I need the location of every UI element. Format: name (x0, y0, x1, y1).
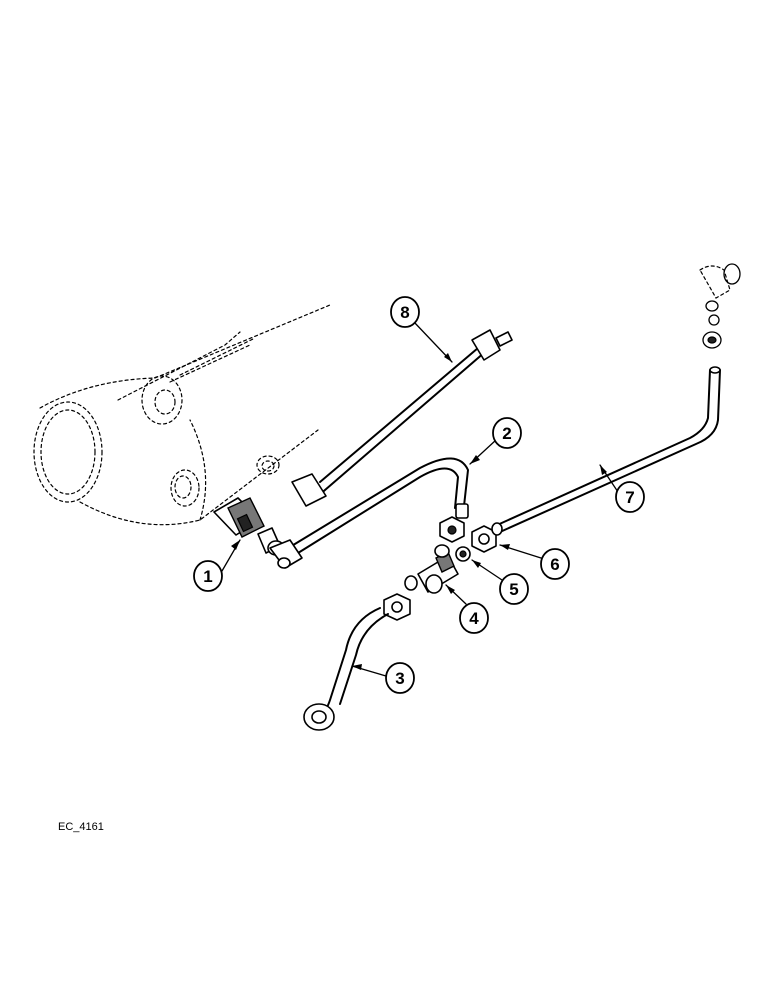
callout-7-label: 7 (625, 488, 634, 507)
callout-4-label: 4 (469, 609, 479, 628)
part-8-sensor-lead (291, 329, 513, 507)
callout-1-label: 1 (203, 567, 212, 586)
part-3-pipe (303, 607, 389, 731)
part-7-pipe (491, 263, 741, 536)
callout-5: 5 (471, 559, 529, 605)
callout-5-label: 5 (509, 580, 518, 599)
part-5-washers (434, 544, 471, 562)
callout-3: 3 (351, 662, 415, 694)
part-6-nuts (383, 516, 497, 621)
callout-7: 7 (599, 464, 645, 513)
callout-2: 2 (469, 417, 522, 465)
callout-3-label: 3 (395, 669, 404, 688)
callout-2-label: 2 (502, 424, 511, 443)
callout-6-label: 6 (550, 555, 559, 574)
callout-8-label: 8 (400, 303, 409, 322)
callout-8: 8 (390, 296, 453, 363)
callout-6: 6 (499, 544, 570, 580)
part-2-wire-lead (269, 457, 469, 569)
part-4-tee-fitting (404, 551, 459, 594)
engine-housing (33, 304, 331, 526)
callout-1: 1 (193, 539, 241, 592)
callout-4: 4 (445, 584, 489, 634)
diagram-code: EC_4161 (58, 821, 104, 833)
